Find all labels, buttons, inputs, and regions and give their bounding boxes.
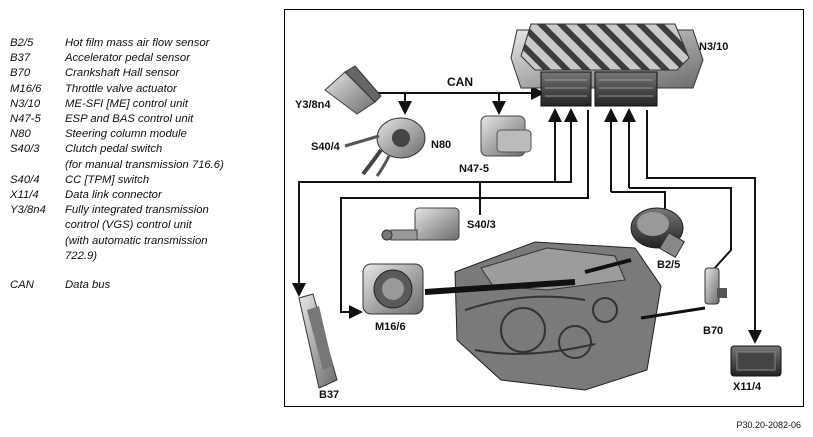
m16-6-wire (340, 110, 589, 319)
label-b37: B37 (319, 389, 339, 401)
legend-code: S40/4 (10, 173, 40, 186)
legend-description: Clutch pedal switch (for manual transmiss… (65, 142, 272, 172)
legend-row: S40/3 Clutch pedal switch (for manual tran… (10, 142, 272, 172)
legend-code: B70 (10, 67, 31, 80)
legend-code: B2/5 (10, 37, 34, 49)
wiring-lines (292, 86, 762, 344)
legend-row: Y3/8n4 Fully integrated transmission contr… (10, 203, 272, 264)
label-s40-4: S40/4 (311, 141, 341, 153)
label-can: CAN (447, 75, 473, 89)
legend-description-line: control (VGS) control unit (65, 219, 192, 232)
diagram-labels: N3/10 CAN Y3/8n4 S40/4 N80 N47-5 S40/3 B… (295, 41, 762, 401)
b2-5-wire-drop (611, 191, 666, 215)
legend-row: B70 Crankshaft Hall sensor (10, 66, 272, 81)
legend-description: Crankshaft Hall sensor (65, 66, 272, 81)
legend-description-line: ME-SFI [ME] control unit (65, 97, 189, 110)
legend-description-line: 722.9) (65, 249, 98, 262)
diagram-frame: N3/10 CAN Y3/8n4 S40/4 N80 N47-5 S40/3 B… (284, 9, 804, 407)
legend-description: ESP and BAS control unit (65, 112, 272, 127)
legend-row: S40/4 CC [TPM] switch (10, 173, 272, 188)
component-b37 (298, 293, 338, 389)
engine-block (424, 241, 706, 391)
component-x11-4 (730, 345, 782, 377)
legend-gap (10, 264, 272, 278)
legend-description-line: Hot film mass air flow sensor (65, 37, 210, 49)
legend-description: Throttle valve actuator (65, 82, 272, 97)
legend-description: Steering column module (65, 127, 272, 142)
ecu-n3-10 (510, 23, 704, 107)
legend-description-line: CC [TPM] switch (65, 173, 150, 186)
legend-code: M16/6 (10, 82, 42, 95)
label-n3-10: N3/10 (699, 41, 728, 53)
wiring-diagram: N3/10 CAN Y3/8n4 S40/4 N80 N47-5 S40/3 B… (292, 23, 782, 401)
legend-row: N3/10 ME-SFI [ME] control unit (10, 97, 272, 112)
legend-code: N80 (10, 128, 31, 141)
legend-code: CAN (10, 279, 34, 292)
component-m16-6 (362, 263, 424, 315)
label-n80: N80 (431, 139, 451, 151)
legend-description-line: Throttle valve actuator (65, 82, 177, 95)
legend-description: Accelerator pedal sensor (65, 51, 272, 66)
legend-description-line: Accelerator pedal sensor (65, 52, 190, 65)
legend-code: B37 (10, 52, 31, 65)
legend-description: Data link connector (65, 188, 272, 203)
component-b2-5 (630, 207, 685, 258)
legend-description-line: (for manual transmission 716.6) (65, 158, 224, 171)
legend-description: Hot film mass air flow sensor (65, 36, 272, 51)
legend-description-line: Crankshaft Hall sensor (65, 67, 180, 80)
legend-row: B2/5 Hot film mass air flow sensor (10, 36, 272, 51)
legend-row: CAN Data bus (10, 278, 272, 293)
legend-row: X11/4 Data link connector (10, 188, 272, 203)
legend-row: M16/6 Throttle valve actuator (10, 82, 272, 97)
legend-row: N80 Steering column module (10, 127, 272, 142)
b37-wire (292, 130, 556, 297)
legend-row: N47-5 ESP and BAS control unit (10, 112, 272, 127)
component-n47-5 (480, 115, 532, 157)
legend-description: ME-SFI [ME] control unit (65, 97, 272, 112)
legend-description-line: Fully integrated transmission (65, 204, 209, 217)
legend-description-line: (with automatic transmission (65, 234, 208, 247)
component-n80 (344, 117, 426, 177)
label-m16-6: M16/6 (375, 321, 406, 333)
legend-description-line: Clutch pedal switch (65, 143, 163, 156)
legend-description: CC [TPM] switch (65, 173, 272, 188)
legend-description: Fully integrated transmission control (VG… (65, 203, 272, 264)
label-b70: B70 (703, 325, 723, 337)
legend-code: Y3/8n4 (10, 204, 46, 217)
label-n47-5: N47-5 (459, 163, 489, 175)
legend-description-line: Data link connector (65, 189, 162, 202)
label-s40-3: S40/3 (467, 219, 496, 231)
component-b70 (704, 267, 727, 305)
legend-description-line: ESP and BAS control unit (65, 113, 194, 126)
component-s40-3 (381, 207, 460, 241)
label-y3-8n4: Y3/8n4 (295, 99, 331, 111)
legend-code: S40/3 (10, 143, 40, 156)
legend-code: X11/4 (10, 189, 39, 202)
x11-4-wire (646, 110, 762, 344)
legend-description-line: Data bus (65, 279, 111, 292)
figure-caption: P30.20-2082-06 (736, 420, 801, 430)
legend-code: N3/10 (10, 97, 41, 110)
b70-wire (629, 187, 732, 271)
legend-row: B37 Accelerator pedal sensor (10, 51, 272, 66)
legend-description-line: Steering column module (65, 128, 187, 141)
label-x11-4: X11/4 (733, 381, 762, 393)
label-b2-5: B2/5 (657, 259, 680, 271)
component-y3-8n4 (324, 65, 382, 115)
legend-code: N47-5 (10, 113, 41, 126)
legend-description: Data bus (65, 278, 272, 293)
